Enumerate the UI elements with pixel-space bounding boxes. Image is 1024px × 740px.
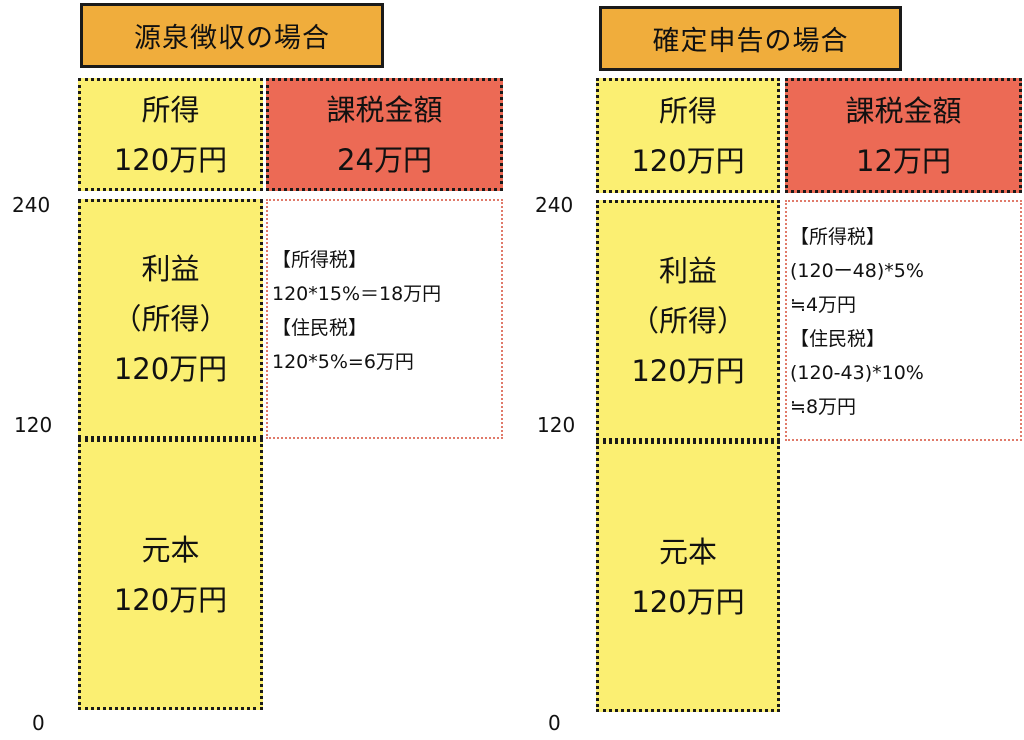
left-profit-box: 利益 （所得） 120万円: [78, 199, 263, 439]
right-income-amount: 120万円: [631, 143, 745, 178]
right-note-income-tax-formula: (120ー48)*5%: [790, 260, 924, 282]
left-tick-0: 0: [32, 711, 45, 735]
right-tax-amount: 12万円: [856, 143, 951, 178]
left-note-resident-tax-heading: 【住民税】: [272, 317, 368, 339]
right-tick-120: 120: [537, 413, 576, 437]
left-tick-240: 240: [12, 193, 51, 217]
left-income-box: 所得 120万円: [78, 78, 263, 191]
right-note-income-tax-result: ≒4万円: [790, 294, 857, 316]
right-title: 確定申告の場合: [599, 6, 902, 71]
right-income-box: 所得 120万円: [596, 78, 780, 193]
right-tax-label: 課税金額: [845, 93, 962, 128]
left-principal-label: 元本: [141, 532, 200, 567]
left-tax-box: 課税金額 24万円: [266, 78, 503, 191]
left-tick-120: 120: [14, 413, 53, 437]
left-note-resident-tax-formula: 120*5%=6万円: [272, 351, 414, 373]
left-profit-line2: （所得）: [112, 302, 229, 336]
right-profit-line1: 利益: [658, 253, 717, 288]
left-tax-label: 課税金額: [326, 92, 443, 127]
right-profit-box: 利益 （所得） 120万円: [596, 200, 780, 441]
right-tick-240: 240: [535, 193, 574, 217]
left-note-income-tax-formula: 120*15%＝18万円: [272, 283, 442, 305]
right-principal-label: 元本: [658, 534, 717, 569]
left-income-label: 所得: [141, 92, 200, 127]
left-note-income-tax-heading: 【所得税】: [272, 249, 368, 271]
right-principal-box: 元本 120万円: [596, 441, 780, 712]
right-profit-line2: （所得）: [629, 303, 746, 338]
right-note-resident-tax-heading: 【住民税】: [790, 328, 886, 350]
left-income-amount: 120万円: [113, 142, 228, 177]
left-title: 源泉徴収の場合: [80, 3, 384, 68]
right-note-income-tax-heading: 【所得税】: [790, 226, 886, 248]
left-profit-line1: 利益: [141, 252, 200, 286]
right-income-label: 所得: [658, 93, 717, 128]
right-profit-amount: 120万円: [631, 353, 745, 388]
left-principal-amount: 120万円: [113, 582, 228, 617]
left-profit-amount: 120万円: [113, 352, 228, 386]
right-note-resident-tax-formula: (120-43)*10%: [790, 362, 924, 384]
right-tick-0: 0: [548, 711, 561, 735]
right-principal-amount: 120万円: [631, 584, 745, 619]
left-tax-calculation-note: 【所得税】 120*15%＝18万円 【住民税】 120*5%=6万円: [266, 199, 503, 439]
left-tax-amount: 24万円: [337, 142, 432, 177]
right-note-resident-tax-result: ≒8万円: [790, 396, 857, 418]
right-tax-box: 課税金額 12万円: [785, 78, 1022, 193]
right-tax-calculation-note: 【所得税】 (120ー48)*5% ≒4万円 【住民税】 (120-43)*10…: [785, 200, 1022, 441]
left-principal-box: 元本 120万円: [78, 439, 263, 710]
